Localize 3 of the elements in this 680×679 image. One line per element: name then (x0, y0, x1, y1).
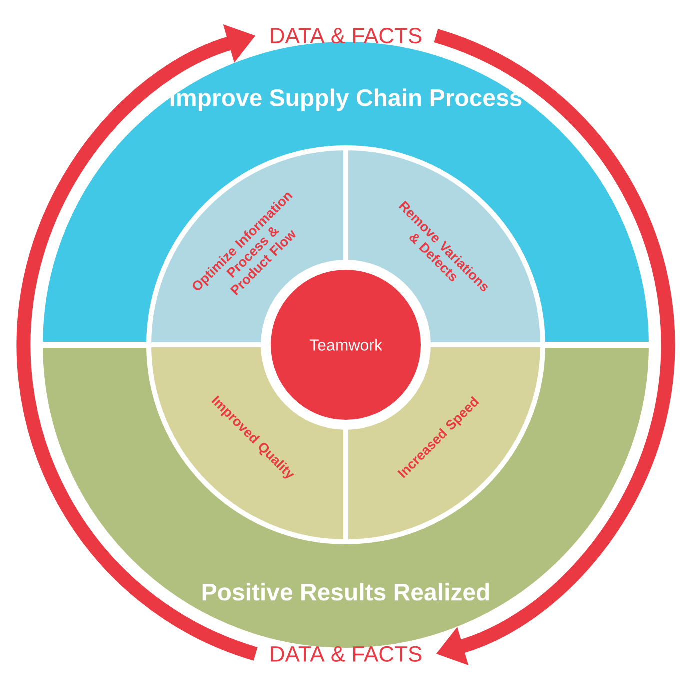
ring-label: DATA & FACTS (271, 28, 422, 44)
arrow (16, 24, 258, 661)
arrow (434, 29, 676, 666)
